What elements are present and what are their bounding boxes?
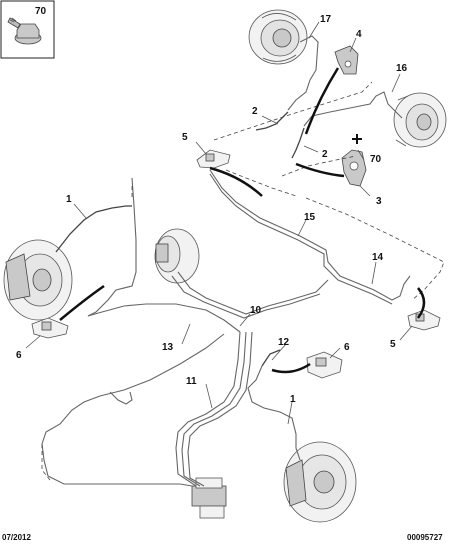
- clip-6-right: [306, 351, 343, 379]
- screw-70-icon: [352, 134, 362, 144]
- clip-6-left: [31, 317, 69, 339]
- callout-labels: 17 4 16 2 2 70 5 3 1 15 14 10 6 13 12 6 …: [16, 14, 408, 405]
- callout-70-mid: 70: [370, 154, 382, 165]
- callout-13: 13: [162, 342, 174, 353]
- clip-5-right: [407, 309, 441, 331]
- footer-ref: 00095727: [407, 533, 443, 542]
- brake-servo: [154, 228, 200, 284]
- callout-10: 10: [250, 305, 262, 316]
- callout-16: 16: [396, 63, 408, 74]
- callout-17: 17: [320, 14, 332, 25]
- callout-6-right: 6: [344, 342, 350, 353]
- callout-11: 11: [186, 376, 197, 387]
- leader-lines: [25, 21, 426, 425]
- callout-70-inset: 70: [35, 6, 47, 17]
- callout-12: 12: [278, 337, 290, 348]
- callout-14: 14: [372, 252, 384, 263]
- rear-drum-right: [393, 92, 447, 148]
- callout-3: 3: [376, 196, 382, 207]
- inset-bolt-70: 70: [0, 0, 55, 59]
- callout-5-top: 5: [182, 132, 188, 143]
- front-right-disc-brake: [283, 441, 357, 523]
- clip-5-top: [196, 149, 231, 169]
- callout-1-left: 1: [66, 194, 72, 205]
- callout-6-left: 6: [16, 350, 22, 361]
- footer-date: 07/2012: [2, 533, 31, 542]
- callout-4: 4: [356, 29, 362, 40]
- bracket-4: [334, 45, 359, 75]
- rear-drum-top: [248, 9, 308, 65]
- callout-2-mid: 2: [322, 149, 328, 160]
- callout-15: 15: [304, 212, 316, 223]
- callout-1-right: 1: [290, 394, 296, 405]
- callout-5-right: 5: [390, 339, 396, 350]
- brake-pipes: [41, 35, 411, 487]
- bolt-icon: [7, 17, 42, 45]
- callout-2-top: 2: [252, 106, 258, 117]
- dashed-connectors: [41, 81, 445, 481]
- abs-unit: [191, 477, 227, 519]
- front-left-disc-brake: [3, 239, 73, 321]
- bracket-3: [341, 134, 367, 187]
